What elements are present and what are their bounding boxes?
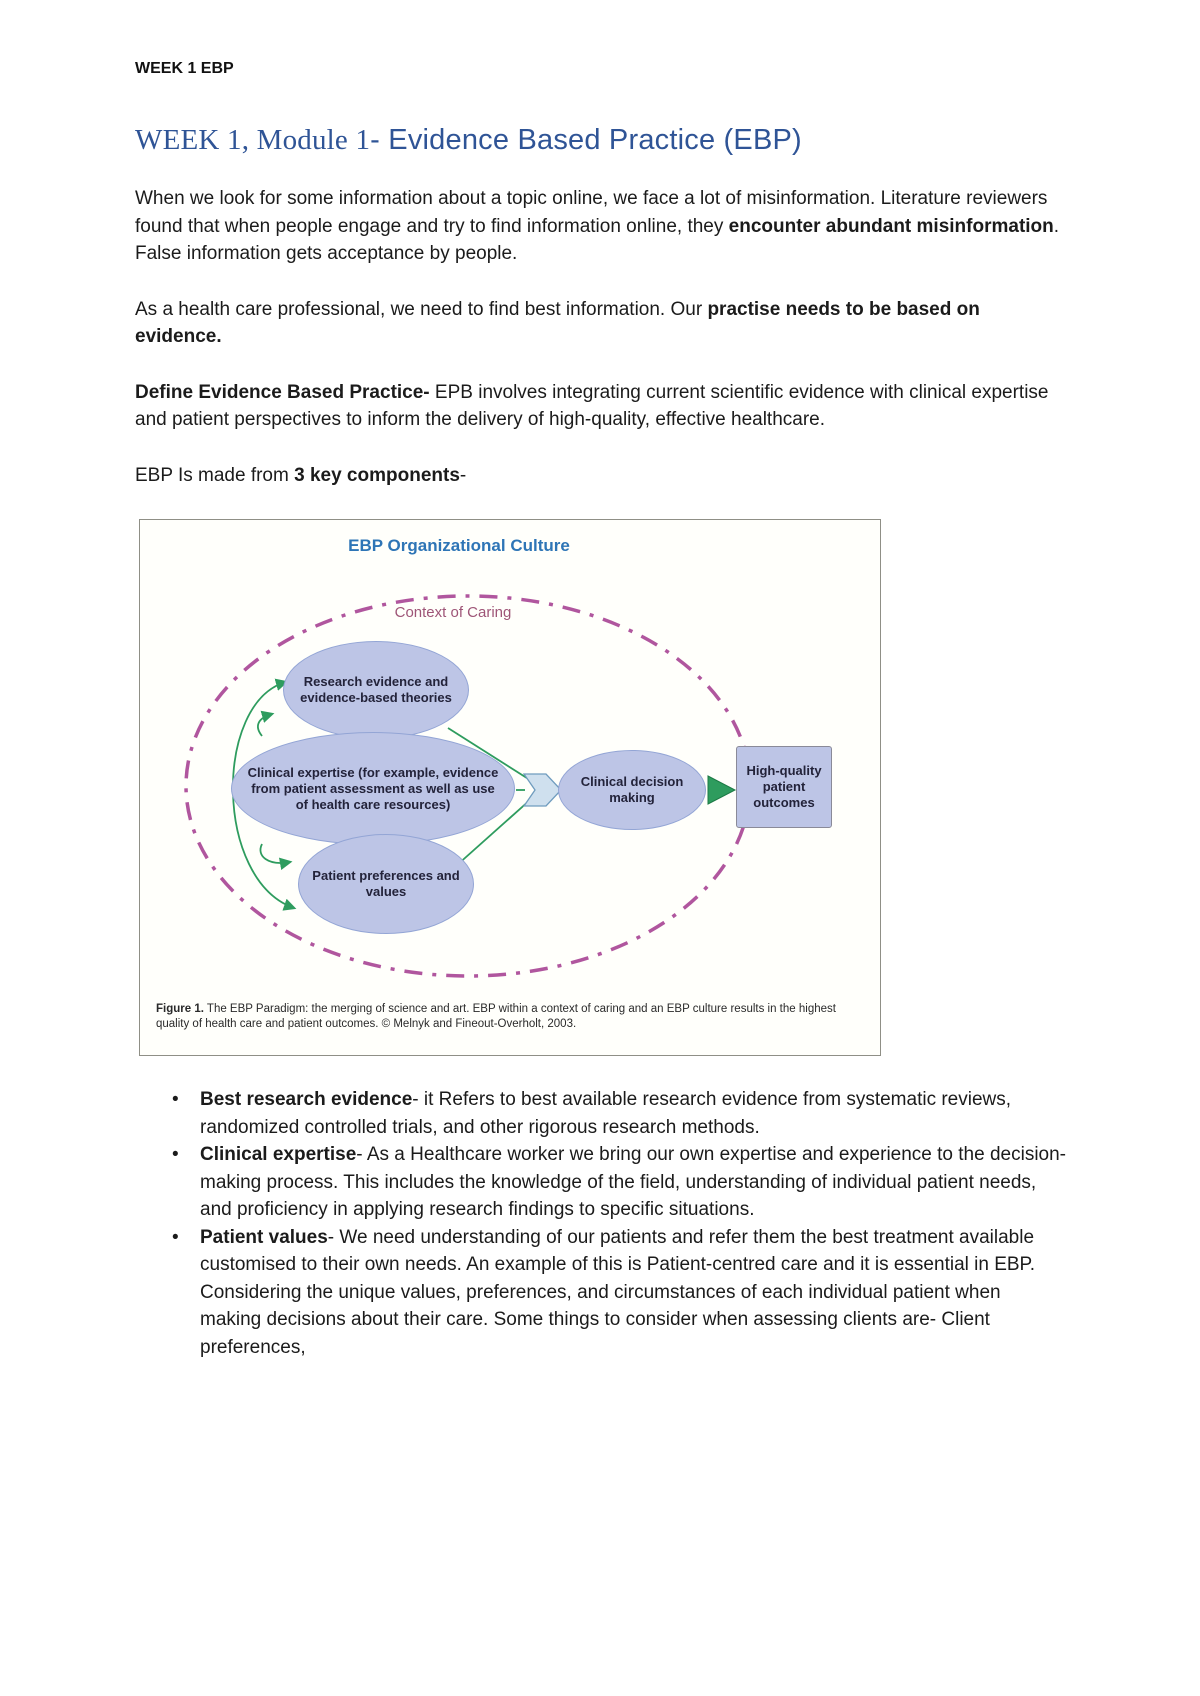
clinical-to-patient-arrow [259, 843, 293, 870]
figure-caption-label: Figure 1. [156, 1003, 204, 1015]
node-high-quality-outcomes: High-quality patient outcomes [736, 746, 832, 828]
page-title: WEEK 1, Module 1- Evidence Based Practic… [135, 124, 1067, 157]
node-clinical-decision: Clinical decision making [558, 750, 706, 830]
text-segment-bold: practise needs to be based on evidence. [135, 298, 980, 348]
list-item-lead: Best research evidence [200, 1089, 413, 1110]
title-serif-part: WEEK 1, Module 1 [135, 124, 371, 156]
text-segment-bold: 3 key components [294, 464, 460, 486]
figure-caption: Figure 1. The EBP Paradigm: the merging … [156, 1002, 864, 1032]
paragraph-misinformation: When we look for some information about … [135, 185, 1067, 268]
node-clinical-expertise: Clinical expertise (for example, evidenc… [231, 732, 515, 845]
clinical-to-research-arrow [257, 710, 275, 737]
list-item-lead: Clinical expertise [200, 1144, 357, 1165]
text-segment: . False information gets acceptance by p… [135, 215, 1060, 265]
ebp-diagram: EBP Organizational Culture Context of Ca… [156, 536, 862, 994]
paragraph-definition: Define Evidence Based Practice- EPB invo… [135, 379, 1067, 434]
patient-to-decision-line [455, 799, 531, 867]
text-segment: As a health care professional, we need t… [135, 298, 708, 320]
paragraph-components-intro: EBP Is made from 3 key components- [135, 462, 1067, 490]
figure-caption-text: The EBP Paradigm: the merging of science… [156, 1003, 836, 1030]
list-item-text: - As a Healthcare worker we bring our ow… [200, 1144, 1067, 1220]
paragraph-professional: As a health care professional, we need t… [135, 296, 1067, 351]
research-to-decision-line [447, 727, 531, 781]
context-of-caring-label: Context of Caring [394, 604, 512, 621]
node-research-evidence: Research evidence and evidence-based the… [283, 641, 469, 739]
text-segment: EBP Is made from [135, 464, 295, 486]
node-patient-preferences: Patient preferences and values [298, 834, 474, 934]
list-item-text: - it Refers to best available research e… [200, 1089, 1012, 1138]
decision-to-outcome-arrow [707, 775, 737, 805]
list-item-clinical-expertise: Clinical expertise- As a Healthcare work… [170, 1141, 1067, 1224]
list-item-lead: Patient values [200, 1226, 328, 1248]
text-segment-bold: Define Evidence Based Practice- [135, 381, 430, 403]
text-segment: EPB involves integrating current scienti… [135, 381, 1049, 431]
document-header: WEEK 1 EBP [135, 60, 234, 77]
list-item-patient-values: Patient values- We need understanding of… [170, 1224, 1067, 1362]
merge-chevron-shape [522, 773, 562, 807]
diagram-title: EBP Organizational Culture [348, 536, 570, 555]
list-item-best-research-evidence: Best research evidence- it Refers to bes… [170, 1086, 1067, 1141]
text-segment-bold: encounter abundant misinformation [728, 215, 1054, 237]
key-components-list: Best research evidence- it Refers to bes… [135, 1086, 1067, 1361]
text-segment: - [459, 464, 467, 486]
list-item-text: - We need understanding of our patients … [200, 1226, 1036, 1358]
ebp-paradigm-figure: EBP Organizational Culture Context of Ca… [139, 519, 881, 1056]
title-sans-part: - Evidence Based Practice (EBP) [370, 124, 802, 156]
text-segment: When we look for some information about … [135, 188, 1048, 237]
